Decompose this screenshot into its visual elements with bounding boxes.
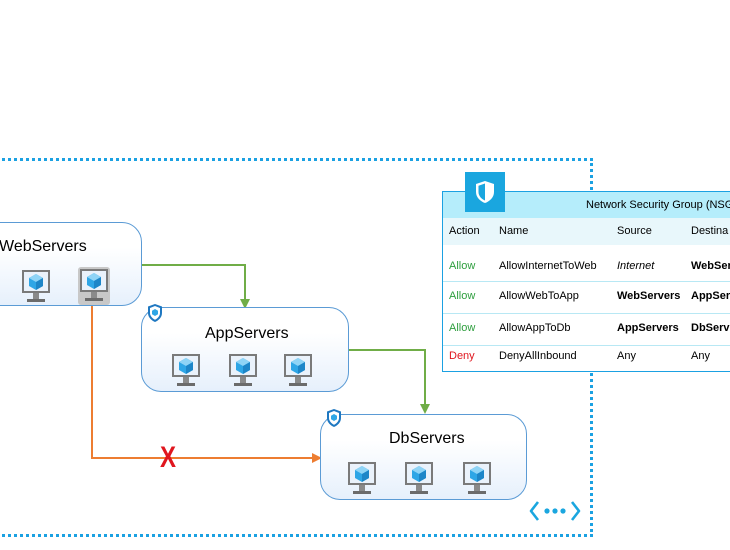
nsg-rules-table: Network Security Group (NSG Action Name … bbox=[442, 191, 730, 372]
blocked-marker: X bbox=[159, 441, 176, 474]
rule-source: AppServers bbox=[617, 322, 679, 334]
nsg-table-title: Network Security Group (NSG bbox=[586, 199, 730, 211]
vm-icon[interactable] bbox=[404, 461, 434, 497]
flow-app-to-db-arrowhead bbox=[420, 404, 430, 414]
rule-destination: Any bbox=[691, 350, 710, 362]
subnet-webservers-title: WebServers bbox=[0, 238, 87, 255]
rule-name: AllowInternetToWeb bbox=[499, 260, 597, 272]
virtual-network-icon bbox=[529, 501, 581, 521]
rule-source: WebServers bbox=[617, 290, 681, 302]
column-header-source: Source bbox=[617, 225, 652, 237]
vm-icon[interactable] bbox=[462, 461, 492, 497]
vm-icon[interactable] bbox=[171, 353, 201, 389]
rule-destination: AppSer bbox=[691, 290, 730, 302]
nsg-table-header: Network Security Group (NSG bbox=[443, 192, 730, 218]
rule-source: Internet bbox=[617, 260, 655, 272]
subnet-appservers-title: AppServers bbox=[205, 325, 289, 342]
nsg-rule-row[interactable]: Allow AllowAppToDb AppServers DbServ bbox=[443, 314, 730, 346]
rule-name: AllowWebToApp bbox=[499, 290, 579, 302]
vm-icon[interactable] bbox=[21, 269, 51, 305]
rule-action: Allow bbox=[449, 260, 476, 272]
rule-destination: DbServ bbox=[691, 322, 730, 334]
nsg-shield-icon bbox=[465, 172, 505, 212]
rule-action: Deny bbox=[449, 350, 475, 362]
flow-web-to-db-arrowhead bbox=[312, 453, 322, 463]
subnet-dbservers-title: DbServers bbox=[389, 430, 465, 447]
flow-app-to-db bbox=[349, 349, 426, 406]
subnet-webservers[interactable]: WebServers bbox=[0, 222, 142, 306]
column-header-action: Action bbox=[449, 225, 480, 237]
vm-icon[interactable] bbox=[283, 353, 313, 389]
rule-destination: WebSer bbox=[691, 260, 730, 272]
flow-web-to-app bbox=[142, 264, 246, 301]
subnet-dbservers[interactable]: DbServers bbox=[320, 414, 527, 500]
rule-source: Any bbox=[617, 350, 636, 362]
flow-web-to-db-blocked bbox=[91, 300, 314, 459]
rule-name: DenyAllInbound bbox=[499, 350, 577, 362]
nsg-column-headers: Action Name Source Destina bbox=[443, 218, 730, 245]
nsg-rule-row[interactable]: Allow AllowWebToApp WebServers AppSer bbox=[443, 282, 730, 314]
flow-web-to-app-arrowhead bbox=[240, 299, 250, 309]
nsg-shield-icon bbox=[146, 303, 164, 323]
rule-action: Allow bbox=[449, 290, 476, 302]
rule-action: Allow bbox=[449, 322, 476, 334]
rule-name: AllowAppToDb bbox=[499, 322, 571, 334]
nsg-rule-row[interactable]: Allow AllowInternetToWeb Internet WebSer bbox=[443, 250, 730, 282]
nsg-shield-icon bbox=[325, 408, 343, 428]
vm-icon-selected[interactable] bbox=[78, 267, 110, 305]
vm-icon[interactable] bbox=[347, 461, 377, 497]
nsg-rule-row[interactable]: Deny DenyAllInbound Any Any bbox=[443, 344, 730, 371]
subnet-appservers[interactable]: AppServers bbox=[141, 307, 349, 392]
vm-icon[interactable] bbox=[228, 353, 258, 389]
column-header-destination: Destina bbox=[691, 225, 729, 237]
column-header-name: Name bbox=[499, 225, 529, 237]
